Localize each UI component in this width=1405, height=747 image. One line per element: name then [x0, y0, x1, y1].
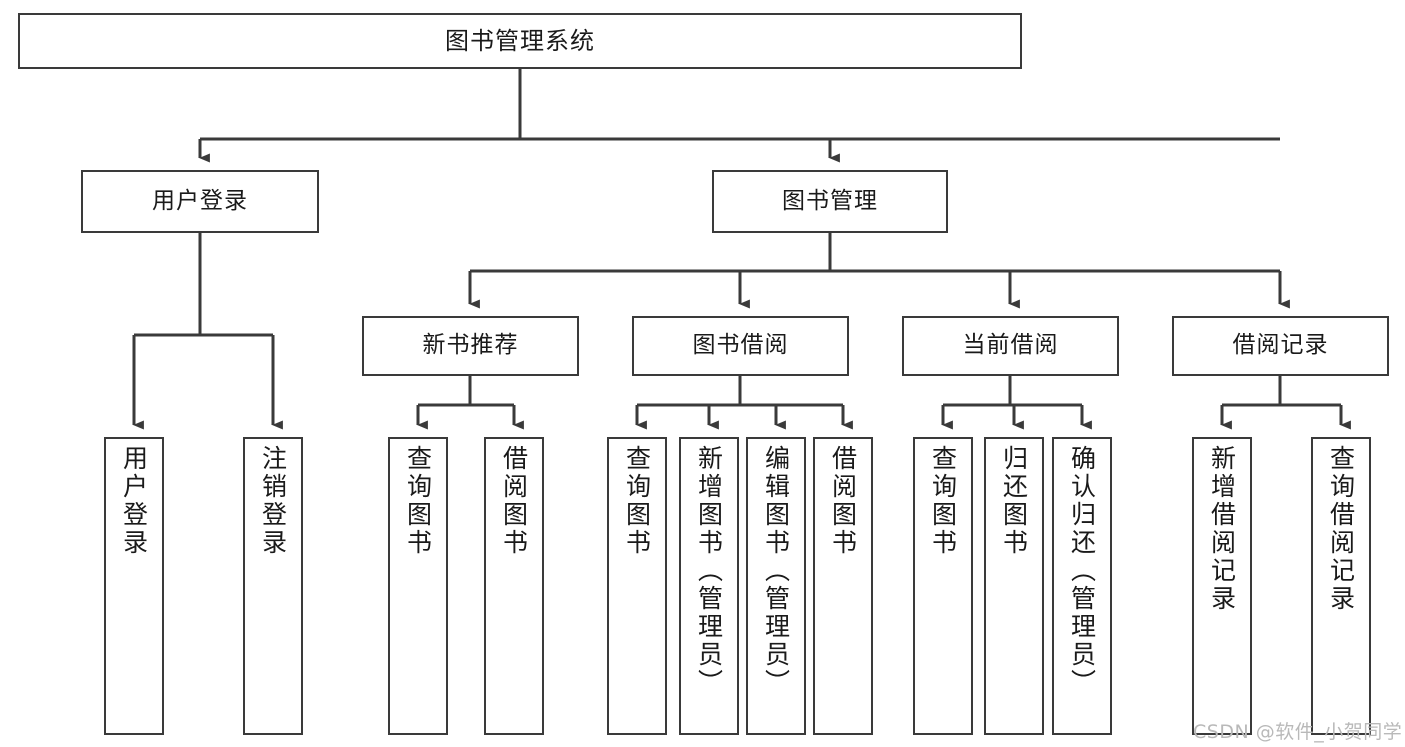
leaf-confirm-return-admin-label: 确认归还（管理员）	[1067, 445, 1097, 697]
leaf-return-book-label: 归还图书	[999, 445, 1029, 557]
leaf-query-book-current-label: 查询图书	[928, 445, 958, 557]
node-borrow-record[interactable]: 借阅记录	[1172, 316, 1389, 376]
leaf-return-book[interactable]: 归还图书	[984, 437, 1044, 735]
leaf-logout-label: 注销登录	[258, 445, 288, 557]
leaf-query-book-new[interactable]: 查询图书	[388, 437, 448, 735]
leaf-logout[interactable]: 注销登录	[243, 437, 303, 735]
node-user-login-label: 用户登录	[152, 187, 248, 214]
node-current-borrow-label: 当前借阅	[962, 332, 1059, 359]
leaf-query-book-new-label: 查询图书	[403, 445, 433, 557]
leaf-query-book-borrow-label: 查询图书	[622, 445, 652, 557]
leaf-query-book-current[interactable]: 查询图书	[913, 437, 973, 735]
leaf-add-borrow-record-label: 新增借阅记录	[1207, 445, 1237, 613]
leaf-borrow-book-new-label: 借阅图书	[499, 445, 529, 557]
node-book-borrow[interactable]: 图书借阅	[632, 316, 849, 376]
leaf-query-book-borrow[interactable]: 查询图书	[607, 437, 667, 735]
leaf-borrow-book-label: 借阅图书	[828, 445, 858, 557]
node-root[interactable]: 图书管理系统	[18, 13, 1022, 69]
node-root-label: 图书管理系统	[445, 26, 595, 55]
leaf-add-borrow-record[interactable]: 新增借阅记录	[1192, 437, 1252, 735]
node-current-borrow[interactable]: 当前借阅	[902, 316, 1119, 376]
leaf-query-borrow-record-label: 查询借阅记录	[1326, 445, 1356, 613]
node-book-borrow-label: 图书借阅	[692, 332, 789, 359]
leaf-user-login-label: 用户登录	[119, 445, 149, 557]
leaf-edit-book-admin-label: 编辑图书（管理员）	[761, 445, 791, 697]
leaf-user-login[interactable]: 用户登录	[104, 437, 164, 735]
node-borrow-record-label: 借阅记录	[1232, 332, 1329, 359]
node-user-login[interactable]: 用户登录	[81, 170, 319, 233]
node-new-book-recommend-label: 新书推荐	[422, 332, 519, 359]
node-new-book-recommend[interactable]: 新书推荐	[362, 316, 579, 376]
leaf-add-book-admin[interactable]: 新增图书（管理员）	[679, 437, 739, 735]
leaf-borrow-book-new[interactable]: 借阅图书	[484, 437, 544, 735]
node-book-management[interactable]: 图书管理	[712, 170, 948, 233]
leaf-query-borrow-record[interactable]: 查询借阅记录	[1311, 437, 1371, 735]
leaf-edit-book-admin[interactable]: 编辑图书（管理员）	[746, 437, 806, 735]
leaf-confirm-return-admin[interactable]: 确认归还（管理员）	[1052, 437, 1112, 735]
node-book-management-label: 图书管理	[782, 187, 878, 214]
leaf-add-book-admin-label: 新增图书（管理员）	[694, 445, 724, 697]
leaf-borrow-book[interactable]: 借阅图书	[813, 437, 873, 735]
